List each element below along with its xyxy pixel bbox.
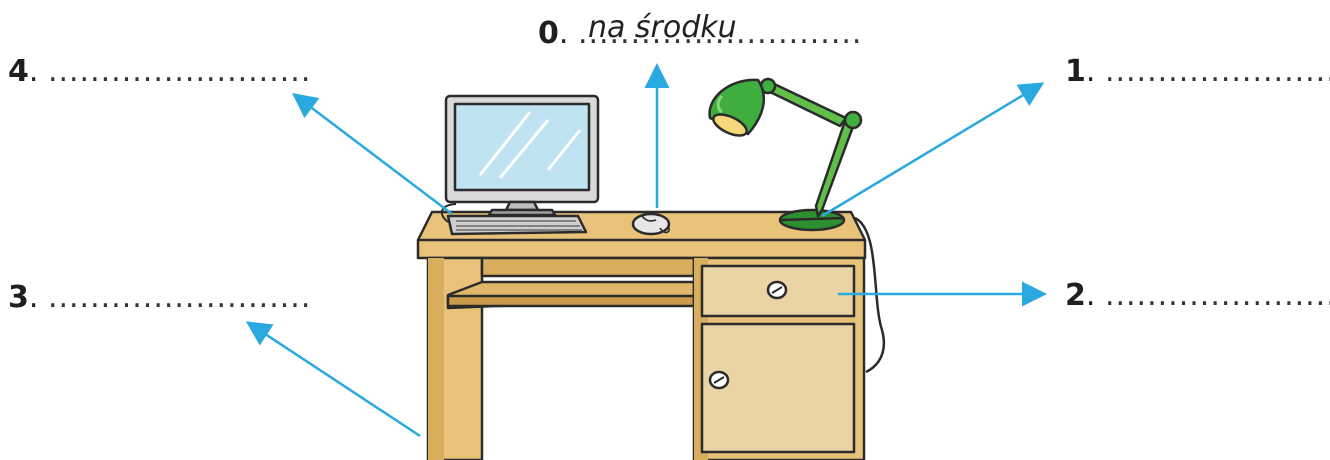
computer-monitor-icon [446,96,598,215]
label-4-blank[interactable]: ......................... [48,54,311,89]
label-1-number: 1 [1065,54,1086,89]
mouse-icon [633,214,669,234]
label-item-0: 0. ........................... na środku [538,19,862,49]
label-3-blank[interactable]: ......................... [48,280,311,315]
label-item-4: 4. ......................... [8,57,311,87]
label-0-answer: na środku [588,13,737,43]
label-item-2: 2. ......................... [1065,281,1330,311]
arrow-3 [250,324,420,436]
desk-door [702,324,854,452]
label-item-1: 1. ......................... [1065,57,1330,87]
label-2-number: 2 [1065,278,1086,313]
label-2-blank[interactable]: ......................... [1105,278,1330,313]
label-1-blank[interactable]: ......................... [1105,54,1330,89]
arrow-4 [296,96,452,214]
label-0-number: 0 [538,16,559,51]
arrow-1 [822,85,1040,216]
label-item-3: 3. ......................... [8,283,311,313]
label-3-number: 3 [8,280,29,315]
label-4-number: 4 [8,54,29,89]
